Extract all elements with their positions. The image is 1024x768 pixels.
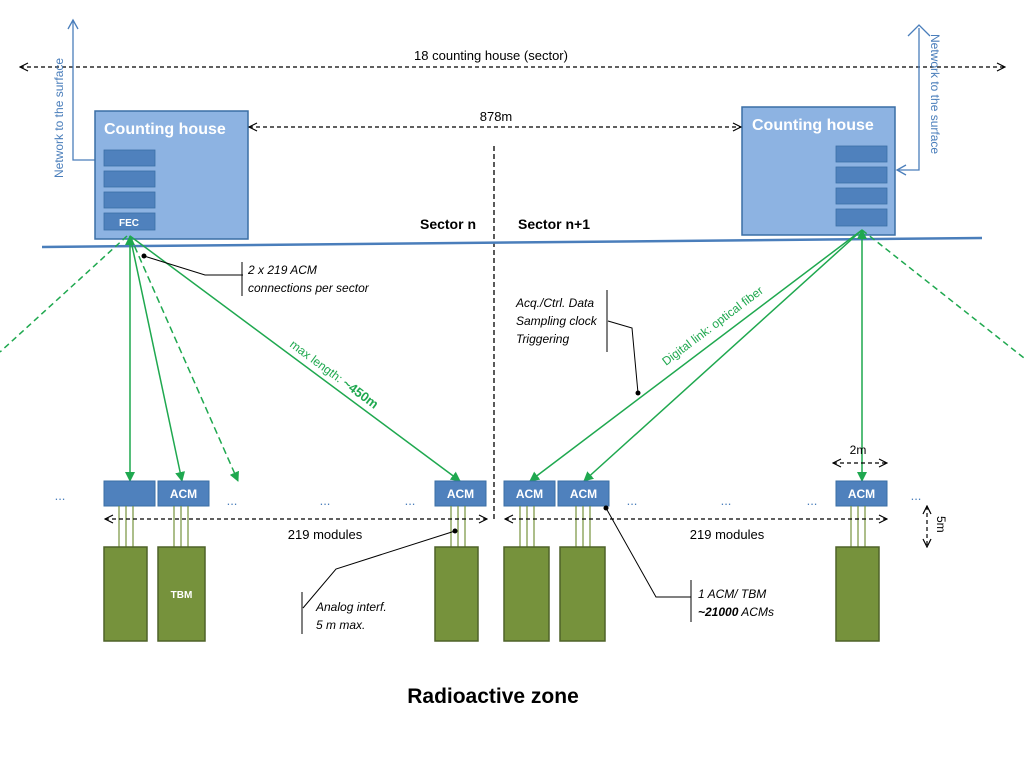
counting-house-right: Counting house <box>741 106 896 236</box>
network-to-surface-left: Network to the surface <box>52 18 96 178</box>
ellipsis: ... <box>405 493 416 508</box>
sector-n-plus-1-label: Sector n+1 <box>518 216 590 232</box>
data-line3: Triggering <box>516 332 569 346</box>
ellipsis: ... <box>320 493 331 508</box>
analog-line1: Analog interf. <box>315 600 387 614</box>
acm-per-tbm-line1: 1 ACM/ TBM <box>698 587 766 601</box>
counting-house-title-right: Counting house <box>752 117 874 134</box>
data-signals-callout: Acq./Ctrl. Data Sampling clock Triggerin… <box>515 290 641 396</box>
acm-total-line: ~21000 ACMs <box>698 605 774 619</box>
network-to-surface-right: Network to the surface <box>895 24 942 176</box>
ellipsis: ... <box>227 493 238 508</box>
rack-slot <box>835 187 888 205</box>
ellipsis: ... <box>807 493 818 508</box>
data-line2: Sampling clock <box>516 314 598 328</box>
acm-label: ACM <box>447 487 474 501</box>
acm-module: ACM <box>503 480 556 507</box>
rack-slot <box>835 166 888 184</box>
acm-label: ACM <box>516 487 543 501</box>
fibers-left <box>0 235 461 482</box>
analog-interface-callout: Analog interf. 5 m max. <box>301 528 458 634</box>
acm-module: ACM <box>557 480 610 507</box>
rack-slot <box>835 208 888 227</box>
tbm-box <box>559 546 606 642</box>
counting-house-title-left: Counting house <box>104 121 226 138</box>
network-to-surface-label-right: Network to the surface <box>928 34 942 154</box>
module-width-label: 2m <box>850 443 867 457</box>
acm-connections-line1: 2 x 219 ACM <box>247 263 317 277</box>
ellipsis: ... <box>911 488 922 503</box>
fec-label: FEC <box>119 218 139 229</box>
acm-module: ACM <box>157 480 210 507</box>
tbm-box <box>835 546 880 642</box>
tbm-box <box>103 546 148 642</box>
acm-label: ACM <box>570 487 597 501</box>
ellipsis: ... <box>627 493 638 508</box>
sector-n-label: Sector n <box>420 216 476 232</box>
acm-connections-line2: connections per sector <box>248 281 370 295</box>
acm-label: ACM <box>170 487 197 501</box>
acm-module: ACM <box>434 480 487 507</box>
counting-house-left: Counting house FEC <box>94 110 249 240</box>
acm-per-tbm-callout: 1 ACM/ TBM ~21000 ACMs <box>603 505 774 622</box>
rack-slot <box>103 191 156 209</box>
acm-label: ACM <box>848 487 875 501</box>
max-length-label: max length: ~450m <box>287 336 381 411</box>
cable-length-label: 5m <box>934 516 948 533</box>
tbm-label: TBM <box>171 590 193 601</box>
modules-label-right: 219 modules <box>690 527 765 542</box>
fec-slot <box>103 212 156 231</box>
analog-wires <box>118 506 866 547</box>
modules-label-left: 219 modules <box>288 527 363 542</box>
digital-link-label: Digital link: optical fiber <box>659 283 765 368</box>
fibers-right <box>529 229 1024 482</box>
house-distance-label: 878m <box>480 109 513 124</box>
acm-module <box>103 480 156 507</box>
rack-slot <box>835 145 888 163</box>
rack-slot <box>103 149 156 167</box>
analog-line2: 5 m max. <box>316 618 365 632</box>
sectors-span-label: 18 counting house (sector) <box>414 48 568 63</box>
zone-title: Radioactive zone <box>407 685 579 708</box>
acm-module: ACM <box>835 480 888 507</box>
surface-line <box>41 236 983 249</box>
acm-connections-callout: 2 x 219 ACM connections per sector <box>141 253 370 296</box>
data-line1: Acq./Ctrl. Data <box>515 296 594 310</box>
ellipsis: ... <box>55 488 66 503</box>
network-to-surface-label-left: Network to the surface <box>52 58 66 178</box>
rack-slot <box>103 170 156 188</box>
tbm-box <box>503 546 550 642</box>
ellipsis: ... <box>721 493 732 508</box>
tbm-box: TBM <box>157 546 206 642</box>
tbm-box <box>434 546 479 642</box>
